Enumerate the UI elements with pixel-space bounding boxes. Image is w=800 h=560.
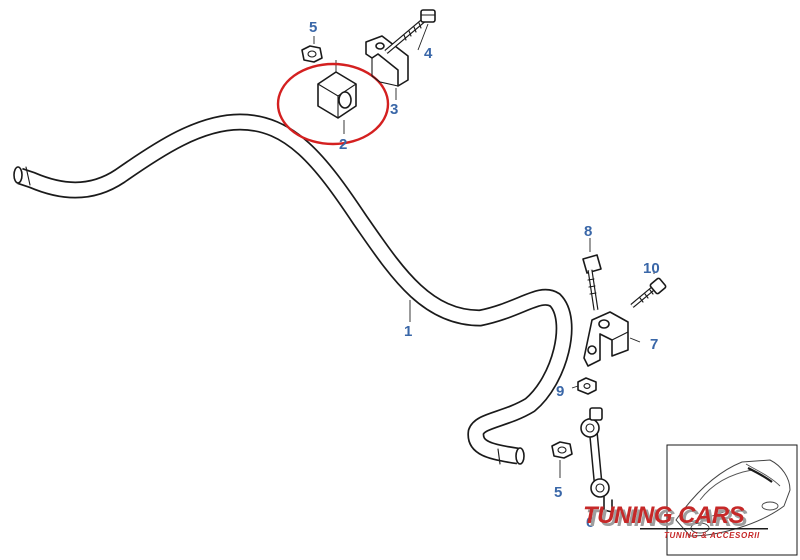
bolt-top [384,9,436,54]
highlight-circle [276,62,390,146]
tuning-cars-logo: TUNING CARS TUNING CARS TUNING & ACCESOR… [583,502,768,540]
bushing [317,60,357,119]
callout-3: 3 [390,101,398,118]
nut-bottom [551,441,573,459]
mounting-bracket [365,35,409,87]
link-bracket [583,311,629,367]
callout-2: 2 [339,136,347,153]
callout-5-bottom: 5 [554,484,562,501]
callout-4: 4 [424,45,433,62]
logo-brand-shadow: TUNING CARS [586,505,748,532]
nut-9 [577,377,597,395]
logo-brand: TUNING CARS [583,502,745,529]
drop-link [580,407,613,513]
car-inset [666,444,798,556]
callout-8: 8 [584,223,592,240]
callouts: 1 2 3 4 5 5 6 7 8 9 10 [309,19,660,531]
callout-9: 9 [556,383,564,400]
callout-5-top: 5 [309,19,317,36]
logo-tagline: TUNING & ACCESORII [664,531,760,540]
leader-lines [313,23,655,478]
nut-top [301,45,323,63]
bolt-10 [630,277,667,308]
bolt-8 [582,254,602,311]
callout-6: 6 [586,514,594,531]
callout-10: 10 [643,260,660,277]
callout-7: 7 [650,336,658,353]
stabilizer-bar [13,113,573,465]
callout-1: 1 [404,323,412,340]
